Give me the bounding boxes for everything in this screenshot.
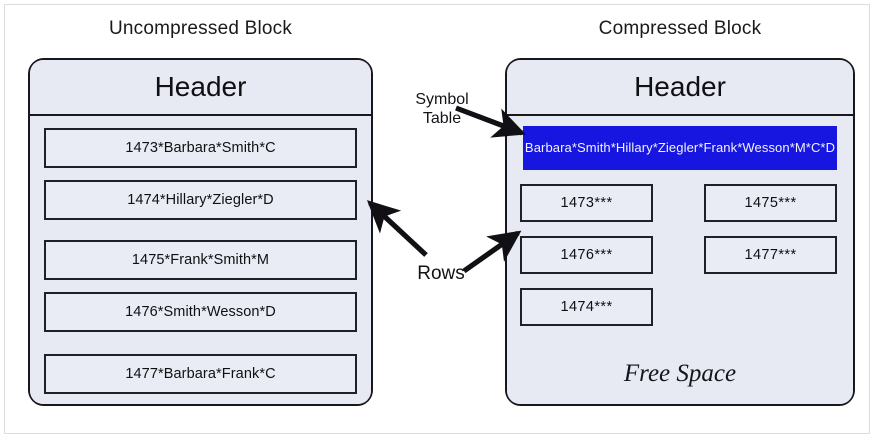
uncompressed-block-title: Uncompressed Block [108,18,293,39]
symbol-table: Barbara*Smith*Hillary*Ziegler*Frank*Wess… [523,126,837,170]
compressed-row: 1473*** [520,184,653,222]
free-space-label: Free Space [623,360,737,387]
uncompressed-block-header: Header [30,60,371,116]
compressed-block: Header Barbara*Smith*Hillary*Ziegler*Fra… [505,58,855,406]
uncompressed-row: 1474*Hillary*Ziegler*D [44,180,357,220]
symbol-table-annotation-label: Symbol Table [415,91,469,127]
rows-arrow-left [366,200,428,257]
uncompressed-block: Header 1473*Barbara*Smith*C 1474*Hillary… [28,58,373,406]
uncompressed-row: 1473*Barbara*Smith*C [44,128,357,168]
compressed-block-body: Barbara*Smith*Hillary*Ziegler*Frank*Wess… [507,116,853,404]
compressed-row: 1474*** [520,288,653,326]
compressed-block-header: Header [507,60,853,116]
uncompressed-row: 1477*Barbara*Frank*C [44,354,357,394]
compressed-block-title: Compressed Block [598,18,762,39]
compressed-row: 1475*** [704,184,837,222]
rows-annotation-label: Rows [417,263,465,284]
uncompressed-block-body: 1473*Barbara*Smith*C 1474*Hillary*Ziegle… [30,116,371,404]
compressed-row: 1477*** [704,236,837,274]
uncompressed-row: 1476*Smith*Wesson*D [44,292,357,332]
compressed-row: 1476*** [520,236,653,274]
uncompressed-row: 1475*Frank*Smith*M [44,240,357,280]
